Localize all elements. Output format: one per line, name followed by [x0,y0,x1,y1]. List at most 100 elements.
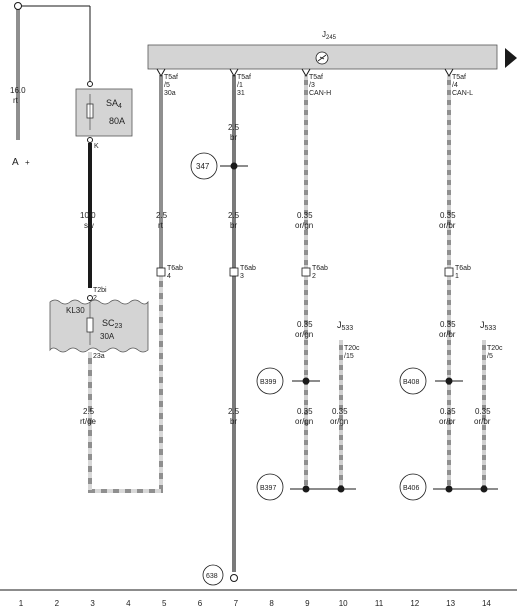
module-j533-right: J533 [480,320,496,332]
grid-number-7: 7 [234,599,239,608]
svg-text:T20c: T20c [344,345,360,352]
svg-text:or/br: or/br [439,417,456,426]
ref-347: 347 [196,162,210,171]
grid-number-2: 2 [55,599,60,608]
wire-sa4-color: sw [84,221,94,230]
svg-text:0.35: 0.35 [440,320,456,329]
fuse-sa4-name: SA4 [106,98,122,110]
grid-number-4: 4 [126,599,131,608]
svg-text:or/br: or/br [474,417,491,426]
ref-b397: B397 [260,485,276,492]
svg-text:br: br [230,417,237,426]
svg-text:T5af: T5af [309,74,323,81]
wire-sc23-gauge: 2.5 [83,407,95,416]
svg-text:CAN-L: CAN-L [452,90,473,97]
svg-text:T20c: T20c [487,345,503,352]
svg-text:0.35: 0.35 [297,407,313,416]
svg-text:0.35: 0.35 [440,407,456,416]
svg-text:2.5: 2.5 [228,123,240,132]
svg-text:2: 2 [312,273,316,280]
svg-text:br: br [230,221,237,230]
svg-text:or/br: or/br [439,221,456,230]
svg-text:or/gn: or/gn [295,330,313,339]
column-7: T5af /1 31 2.5 br 347 2.5 br T6ab 3 2.5 … [190,68,256,586]
svg-text:2.5: 2.5 [156,211,168,220]
svg-text:30a: 30a [164,90,176,97]
battery-wire-color: rt [13,96,19,105]
svg-text:0.35: 0.35 [297,320,313,329]
svg-text:T6ab: T6ab [312,265,328,272]
grid-number-10: 10 [339,599,348,608]
svg-text:1: 1 [455,273,459,280]
grid-number-9: 9 [305,599,310,608]
svg-text:CAN-H: CAN-H [309,90,331,97]
svg-text:2.5: 2.5 [228,211,240,220]
fuse-sc23-connector: T2bi [93,287,107,294]
svg-text:2.5: 2.5 [228,407,240,416]
wire-sc23-color: rt/ge [80,417,97,426]
svg-text:31: 31 [237,90,245,97]
svg-text:/4: /4 [452,82,458,89]
svg-text:0.35: 0.35 [440,211,456,220]
grid-number-13: 13 [446,599,455,608]
ref-b399: B399 [260,379,276,386]
grid-number-14: 14 [482,599,491,608]
grid-number-6: 6 [198,599,203,608]
grid-number-1: 1 [19,599,24,608]
fuse-sc23-out-pin: 23a [93,353,105,360]
fuse-sa4-terminal: K [94,143,99,150]
svg-text:4: 4 [167,273,171,280]
module-j245: J245 [147,30,517,70]
column-9: T5af /3 CAN-H 0.35 or/gn T6ab 2 0.35 or/… [256,68,331,490]
svg-text:or/gn: or/gn [295,221,313,230]
column-13: T5af /4 CAN-L 0.35 or/br T6ab 1 0.35 or/… [399,68,473,490]
svg-text:T6ab: T6ab [167,265,183,272]
grid-number-3: 3 [90,599,95,608]
battery-sign: + [25,158,30,167]
column-5: T5af /5 30a 2.5 rt T6ab 4 [156,68,183,280]
fuse-sc23-name: SC23 [102,318,122,330]
svg-text:T5af: T5af [452,74,466,81]
svg-text:T5af: T5af [237,74,251,81]
grid-number-5: 5 [162,599,167,608]
column-10: J533 T20c /15 0.35 or/gn [330,320,360,490]
svg-text:/5: /5 [487,353,493,360]
ref-638: 638 [206,573,218,580]
svg-text:/1: /1 [237,82,243,89]
fuse-sc23-rating: 30A [100,332,115,341]
grid-number-11: 11 [375,599,384,608]
ref-b408: B408 [403,379,419,386]
fuse-sc23-connector-pin: 2 [93,295,97,302]
svg-text:T5af: T5af [164,74,178,81]
svg-text:T6ab: T6ab [455,265,471,272]
battery-label: A [12,157,19,168]
svg-text:0.35: 0.35 [332,407,348,416]
svg-text:or/gn: or/gn [295,417,313,426]
svg-text:or/br: or/br [439,330,456,339]
battery-feed: 16.0 rt A + [10,2,90,168]
svg-text:0.35: 0.35 [475,407,491,416]
svg-text:/15: /15 [344,353,354,360]
junction-b406: B406 [399,473,498,501]
grid-number-12: 12 [410,599,419,608]
fuse-sc23: T2bi 2 KL30 SC23 30A 23a [49,287,149,360]
svg-text:rt: rt [158,221,164,230]
svg-text:br: br [230,133,237,142]
fuse-sc23-kl30: KL30 [66,306,85,315]
junction-b397: B397 [256,473,356,501]
svg-text:T6ab: T6ab [240,265,256,272]
grid-number-8: 8 [269,599,274,608]
svg-text:or/gn: or/gn [330,417,348,426]
ref-b406: B406 [403,485,419,492]
wire-sc23-out [88,268,163,493]
wire-sa4-gauge: 10.0 [80,211,96,220]
svg-text:/5: /5 [164,82,170,89]
continuation-arrow-icon [505,48,517,68]
fuse-sa4-rating: 80A [109,116,125,126]
svg-text:/3: /3 [309,82,315,89]
svg-text:3: 3 [240,273,244,280]
module-j245-label: J245 [322,30,337,41]
fuse-sa4: SA4 80A K [75,6,133,150]
